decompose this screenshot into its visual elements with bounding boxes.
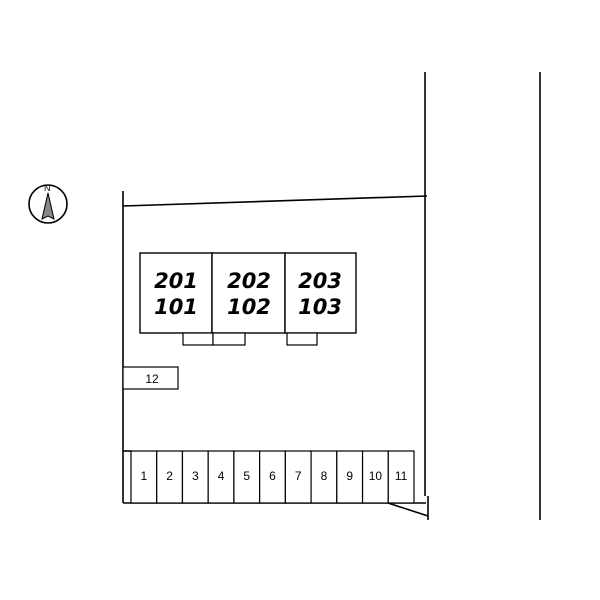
entrance-step-2	[212, 332, 246, 346]
boundary-top	[122, 195, 428, 207]
parking-space-2-box	[156, 450, 184, 504]
parking-space-8-label: 8	[321, 469, 328, 483]
parking-space-5-label: 5	[243, 469, 250, 483]
parking-space-11-label: 11	[395, 469, 408, 483]
parking-space-11-box	[387, 450, 415, 504]
parking-space-6-label: 6	[269, 469, 276, 483]
parking-space-12-label: 12	[145, 372, 159, 386]
unit-label-101: 101	[154, 295, 198, 319]
entrance-step-1	[182, 332, 214, 346]
parking-space-12: 12	[122, 366, 179, 390]
building-group: 201 101 202 102 203 103	[139, 252, 357, 346]
building-block-3	[284, 252, 357, 334]
parking-space-12-box	[122, 366, 179, 390]
parking-space-2-label: 2	[166, 469, 173, 483]
north-label: N	[44, 183, 51, 193]
compass-ring	[28, 184, 68, 224]
parking-space-10-label: 10	[369, 469, 383, 483]
compass: N	[28, 183, 68, 224]
parking-space-1-label: 1	[141, 469, 148, 483]
parking-space-4-box	[207, 450, 235, 504]
unit-label-203: 203	[298, 269, 342, 293]
unit-label-103: 103	[298, 295, 342, 319]
parking-space-3-label: 3	[192, 469, 199, 483]
building-block-2	[211, 252, 286, 334]
entrance-step-3	[286, 332, 318, 346]
north-arrow-icon	[41, 192, 55, 220]
parking-space-4-label: 4	[218, 469, 225, 483]
boundary-bottom-slope	[387, 502, 429, 517]
parking-row: 1 2 3 4 5 6 7 8 9 10 11	[123, 450, 415, 504]
parking-space-8-box	[310, 450, 338, 504]
parking-space-9-label: 9	[346, 469, 353, 483]
parking-space-5-box	[233, 450, 261, 504]
parking-space-1-box	[130, 450, 158, 504]
unit-label-102: 102	[227, 295, 271, 319]
building-block-1	[139, 252, 213, 334]
parking-space-10-box	[361, 450, 389, 504]
parking-space-7-label: 7	[295, 469, 302, 483]
unit-label-202: 202	[227, 269, 271, 293]
parking-space-3-box	[181, 450, 209, 504]
unit-label-201: 201	[154, 269, 198, 293]
